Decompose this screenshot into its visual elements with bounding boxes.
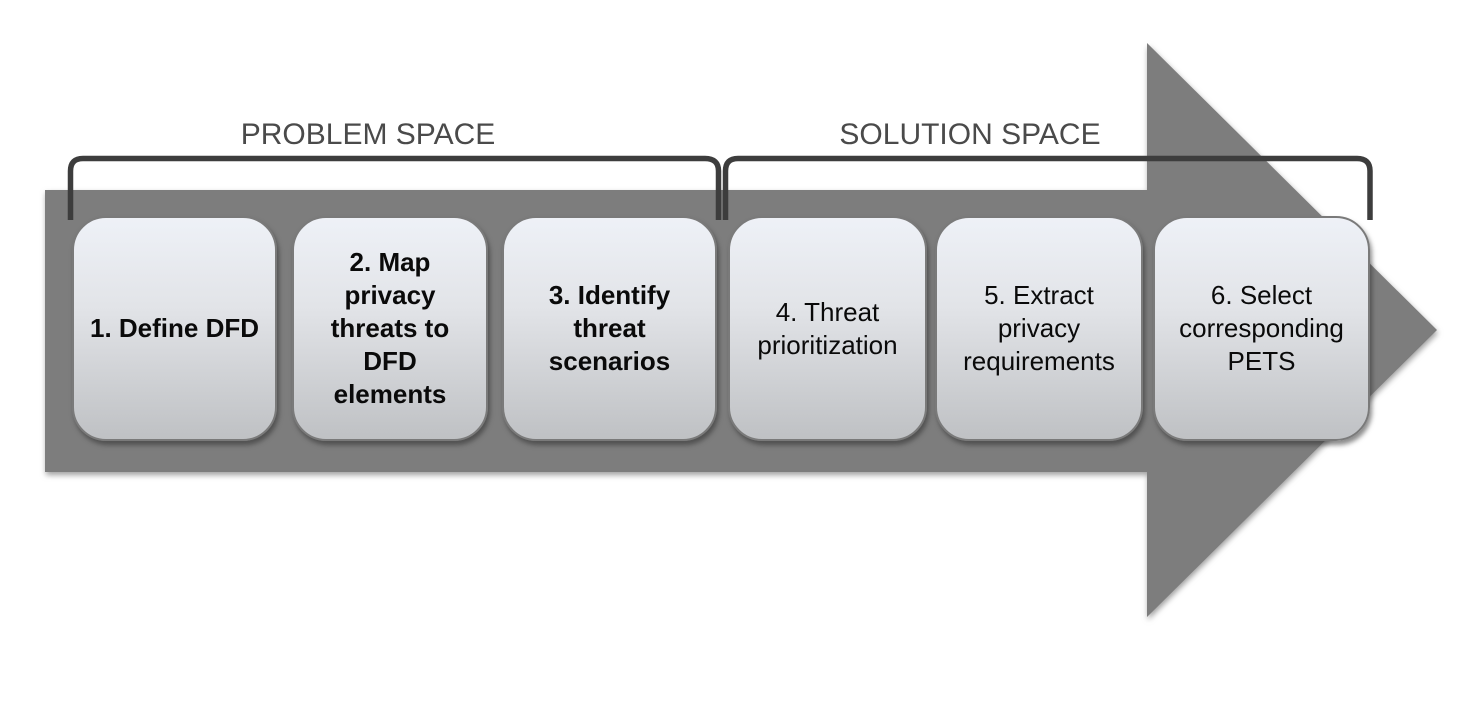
solution-space-label: SOLUTION SPACE <box>839 118 1101 151</box>
step-box-1: 1. Define DFD <box>72 216 277 441</box>
step-label: 4. Threat prioritization <box>757 296 898 360</box>
step-box-5: 5. Extract privacy requirements <box>935 216 1143 441</box>
problem-space-bracket <box>67 155 722 220</box>
step-label: 6. Select corresponding PETS <box>1179 280 1344 376</box>
problem-space-label: PROBLEM SPACE <box>240 118 496 151</box>
step-label: 3. Identify threat scenarios <box>548 280 671 376</box>
step-box-3: 3. Identify threat scenarios <box>502 216 717 441</box>
step-box-2: 2. Map privacy threats to DFD elements <box>292 216 488 441</box>
solution-space-bracket <box>722 155 1373 220</box>
step-label: 5. Extract privacy requirements <box>963 280 1115 376</box>
step-label: 1. Define DFD <box>89 313 260 343</box>
step-box-4: 4. Threat prioritization <box>728 216 927 441</box>
step-label: 2. Map privacy threats to DFD elements <box>330 247 450 409</box>
step-box-6: 6. Select corresponding PETS <box>1153 216 1370 441</box>
